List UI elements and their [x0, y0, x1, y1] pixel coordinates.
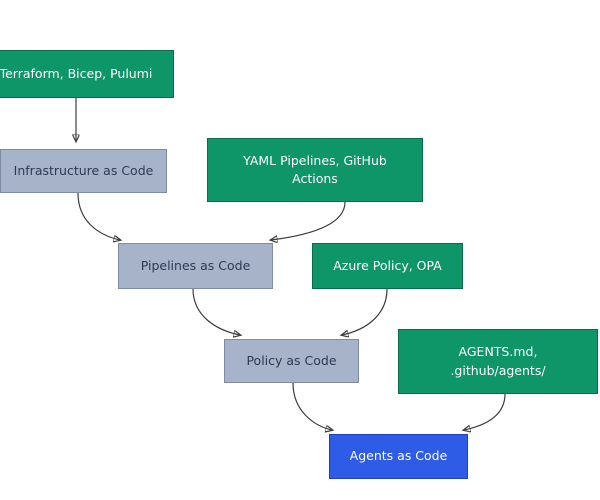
arrow-pipelines-to-policy [192, 288, 240, 335]
node-pipelines-as-code: Pipelines as Code [118, 243, 273, 289]
node-policy-as-code: Policy as Code [224, 339, 359, 383]
node-infrastructure-as-code: Infrastructure as Code [0, 149, 167, 193]
node-terraform-bicep-pulumi: Terraform, Bicep, Pulumi [0, 50, 174, 98]
node-yaml-pipelines-github-actions: YAML Pipelines, GitHub Actions [207, 138, 423, 202]
node-agents-as-code: Agents as Code [329, 434, 468, 479]
node-azure-policy-opa: Azure Policy, OPA [312, 243, 463, 289]
arrow-policy-to-agents [292, 382, 332, 430]
arrow-iac-to-pipelines [77, 192, 120, 240]
node-agents-md-github-agents: AGENTS.md, .github/agents/ [398, 329, 598, 394]
arrow-azurepolicy-to-policy [342, 288, 388, 335]
arrow-yaml-to-pipelines [271, 201, 346, 240]
arrow-agentsfiles-to-agents [464, 393, 506, 430]
